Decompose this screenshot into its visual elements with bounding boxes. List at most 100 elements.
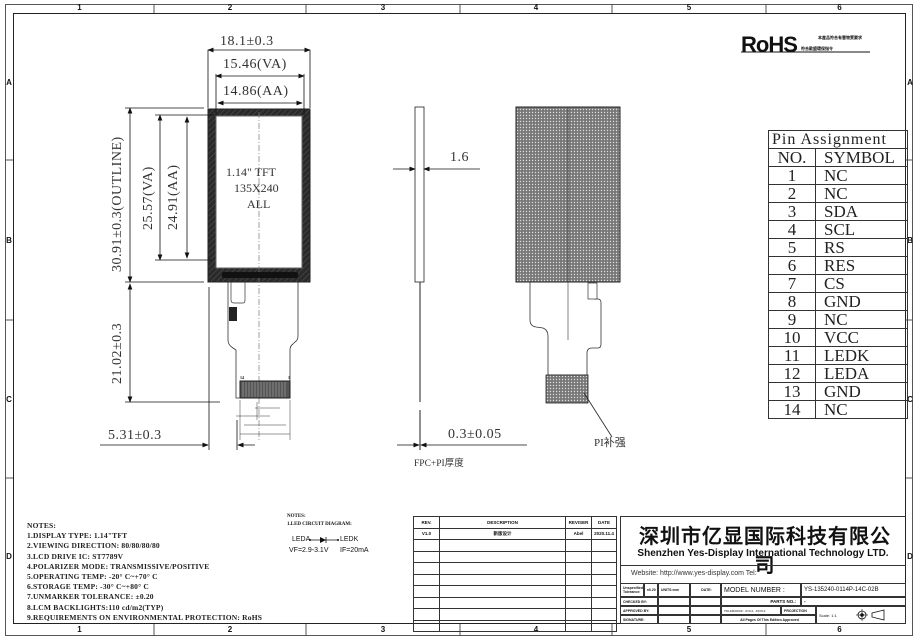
note-item: 3.LCD DRIVE IC: ST7789V	[27, 551, 124, 561]
model-number-label: MODEL NUMBER :	[721, 583, 801, 597]
pi-stiffener-label: PI补强	[594, 437, 626, 449]
led-cathode-label: LEDK	[340, 536, 359, 543]
zone-col-6-bottom: 6	[837, 625, 842, 634]
zone-row-a-right: A	[907, 78, 913, 87]
approved-by-label: APPROVED BY:	[620, 606, 658, 615]
note-item: 7.UNMARKER TOLERANCE: ±0.20	[27, 592, 154, 602]
note-item: 4.POLARIZER MODE: TRANSMISSIVE/POSITIVE	[27, 561, 210, 571]
rohs-text-line1: 本産品符合有害物質要求	[818, 35, 862, 40]
note-item: 9.REQUIREMENTS ON ENVIRONMENTAL PROTECTI…	[27, 612, 263, 622]
zone-row-a-left: A	[6, 78, 12, 87]
zone-col-5-bottom: 5	[686, 625, 692, 634]
projection-label: PROJECTION	[781, 606, 816, 615]
pin-symbol: NC	[815, 166, 908, 185]
approved-date-value[interactable]	[690, 606, 721, 615]
led-anode-label: LEDA	[292, 536, 311, 543]
unspecified-tolerance-label: Unspecified Tolerance:	[620, 583, 644, 597]
note-item: 2.VIEWING DIRECTION: 80/80/80/80	[27, 541, 160, 551]
model-number-value: YS-135240-0114P-14C-02B	[801, 583, 906, 597]
pin-symbol: SDA	[815, 202, 908, 221]
revision-table: REV. DESCRIPTION REVISER DATE V1.0 新版设计 …	[413, 516, 617, 632]
parts-no-value: -	[801, 597, 906, 606]
revision-row: V1.0 新版设计 Abel 2020.11.4	[413, 527, 617, 540]
scale-label: Scale: 1:1	[819, 612, 837, 618]
panel-view-label: ALL	[247, 197, 271, 211]
rev-date: 2020.11.4	[591, 527, 617, 540]
zone-col-6-top: 6	[837, 3, 842, 12]
led-notes-subtitle: 1.LED CIRCUIT DIAGRAM:	[287, 522, 352, 527]
signature-date-value[interactable]	[690, 615, 721, 624]
fpc-pin-14-label: 14	[240, 375, 244, 380]
led-vf-spec: VF=2.9-3.1V	[289, 547, 329, 554]
title-block	[620, 516, 906, 624]
note-item: 5.OPERATING TEMP: -20° C~+70° C	[27, 572, 158, 582]
rohs-text-line2: 符合歐盟環保指令	[801, 46, 833, 51]
zone-row-b-left: B	[6, 236, 12, 245]
zone-col-1-top: 1	[77, 3, 82, 12]
notes-title: NOTES:	[27, 521, 57, 530]
note-item: 6.STORAGE TEMP: -30° C~+80° C	[27, 582, 149, 592]
zone-row-c-right: C	[907, 395, 913, 404]
zone-col-3-top: 3	[380, 3, 386, 12]
dim-va-width: 15.46(VA)	[223, 57, 287, 72]
pin-no: 11	[768, 346, 816, 365]
zone-row-c-left: C	[6, 395, 12, 404]
pin-header-symbol: SYMBOL	[815, 148, 908, 167]
checked-by-label: CHECKED BY:	[620, 597, 658, 606]
signature-label: SIGNATURE:	[620, 615, 658, 624]
dim-fpc-offset: 5.31±0.3	[108, 428, 162, 443]
rev-header-date: DATE	[591, 516, 617, 529]
dim-fpc-thickness: 0.3±0.05	[448, 427, 502, 442]
led-notes-title: NOTES:	[287, 514, 306, 519]
back-view	[515, 106, 621, 438]
zone-col-4-top: 4	[533, 3, 539, 12]
side-view	[393, 106, 527, 450]
unspecified-tolerance-value: ±0.20	[644, 583, 658, 597]
units-label: UNITS:mm	[658, 583, 690, 597]
company-website: Website: http://www.yes-display.com Tel:	[631, 570, 757, 577]
approval-note: All Pages Of This Edition Approved	[721, 615, 816, 624]
dim-module-thickness: 1.6	[450, 150, 469, 165]
zone-col-1-bottom: 1	[77, 625, 82, 634]
parts-no-label: PARTS NO.:	[721, 597, 801, 606]
fpc-pin-1-label: 1	[288, 375, 290, 380]
approved-by-value[interactable]	[658, 606, 690, 615]
panel-resolution-label: 135X240	[234, 181, 279, 195]
scale-cell: Scale: 1:1	[816, 606, 906, 624]
checked-date-value[interactable]	[690, 597, 721, 606]
title-divider	[620, 565, 906, 566]
pin-no: 14	[768, 400, 816, 419]
zone-row-d-left: D	[6, 552, 12, 561]
zone-col-5-top: 5	[686, 3, 692, 12]
zone-col-2-bottom: 2	[227, 625, 233, 634]
general-notes: NOTES: 1.DISPLAY TYPE: 1.14"TFT 2.VIEWIN…	[27, 521, 262, 623]
dim-outline-width: 18.1±0.3	[220, 34, 274, 49]
checked-by-value[interactable]	[658, 597, 690, 606]
tolerance-label: TOLERANCE: .X±0.3, .XX±0.2	[721, 606, 781, 615]
rohs-logo: RoHS	[741, 32, 798, 57]
pin-table-title: Pin Assignment	[768, 130, 908, 149]
signature-value[interactable]	[658, 615, 690, 624]
zone-row-b-right: B	[907, 236, 913, 245]
pin-symbol: NC	[815, 400, 908, 419]
fpc-thickness-label: FPC+PI厚度	[414, 459, 464, 469]
zone-col-3-bottom: 3	[380, 625, 386, 634]
pin-no: 12	[768, 364, 816, 383]
note-item: 1.DISPLAY TYPE: 1.14"TFT	[27, 531, 128, 541]
date-label: DATE:	[690, 583, 721, 597]
dim-aa-width: 14.86(AA)	[223, 84, 289, 99]
company-name-en: Shenzhen Yes-Display International Techn…	[637, 548, 889, 559]
panel-type-label: 1.14" TFT	[226, 165, 277, 179]
led-if-spec: IF=20mA	[340, 547, 369, 554]
pin-symbol: GND	[815, 292, 908, 311]
